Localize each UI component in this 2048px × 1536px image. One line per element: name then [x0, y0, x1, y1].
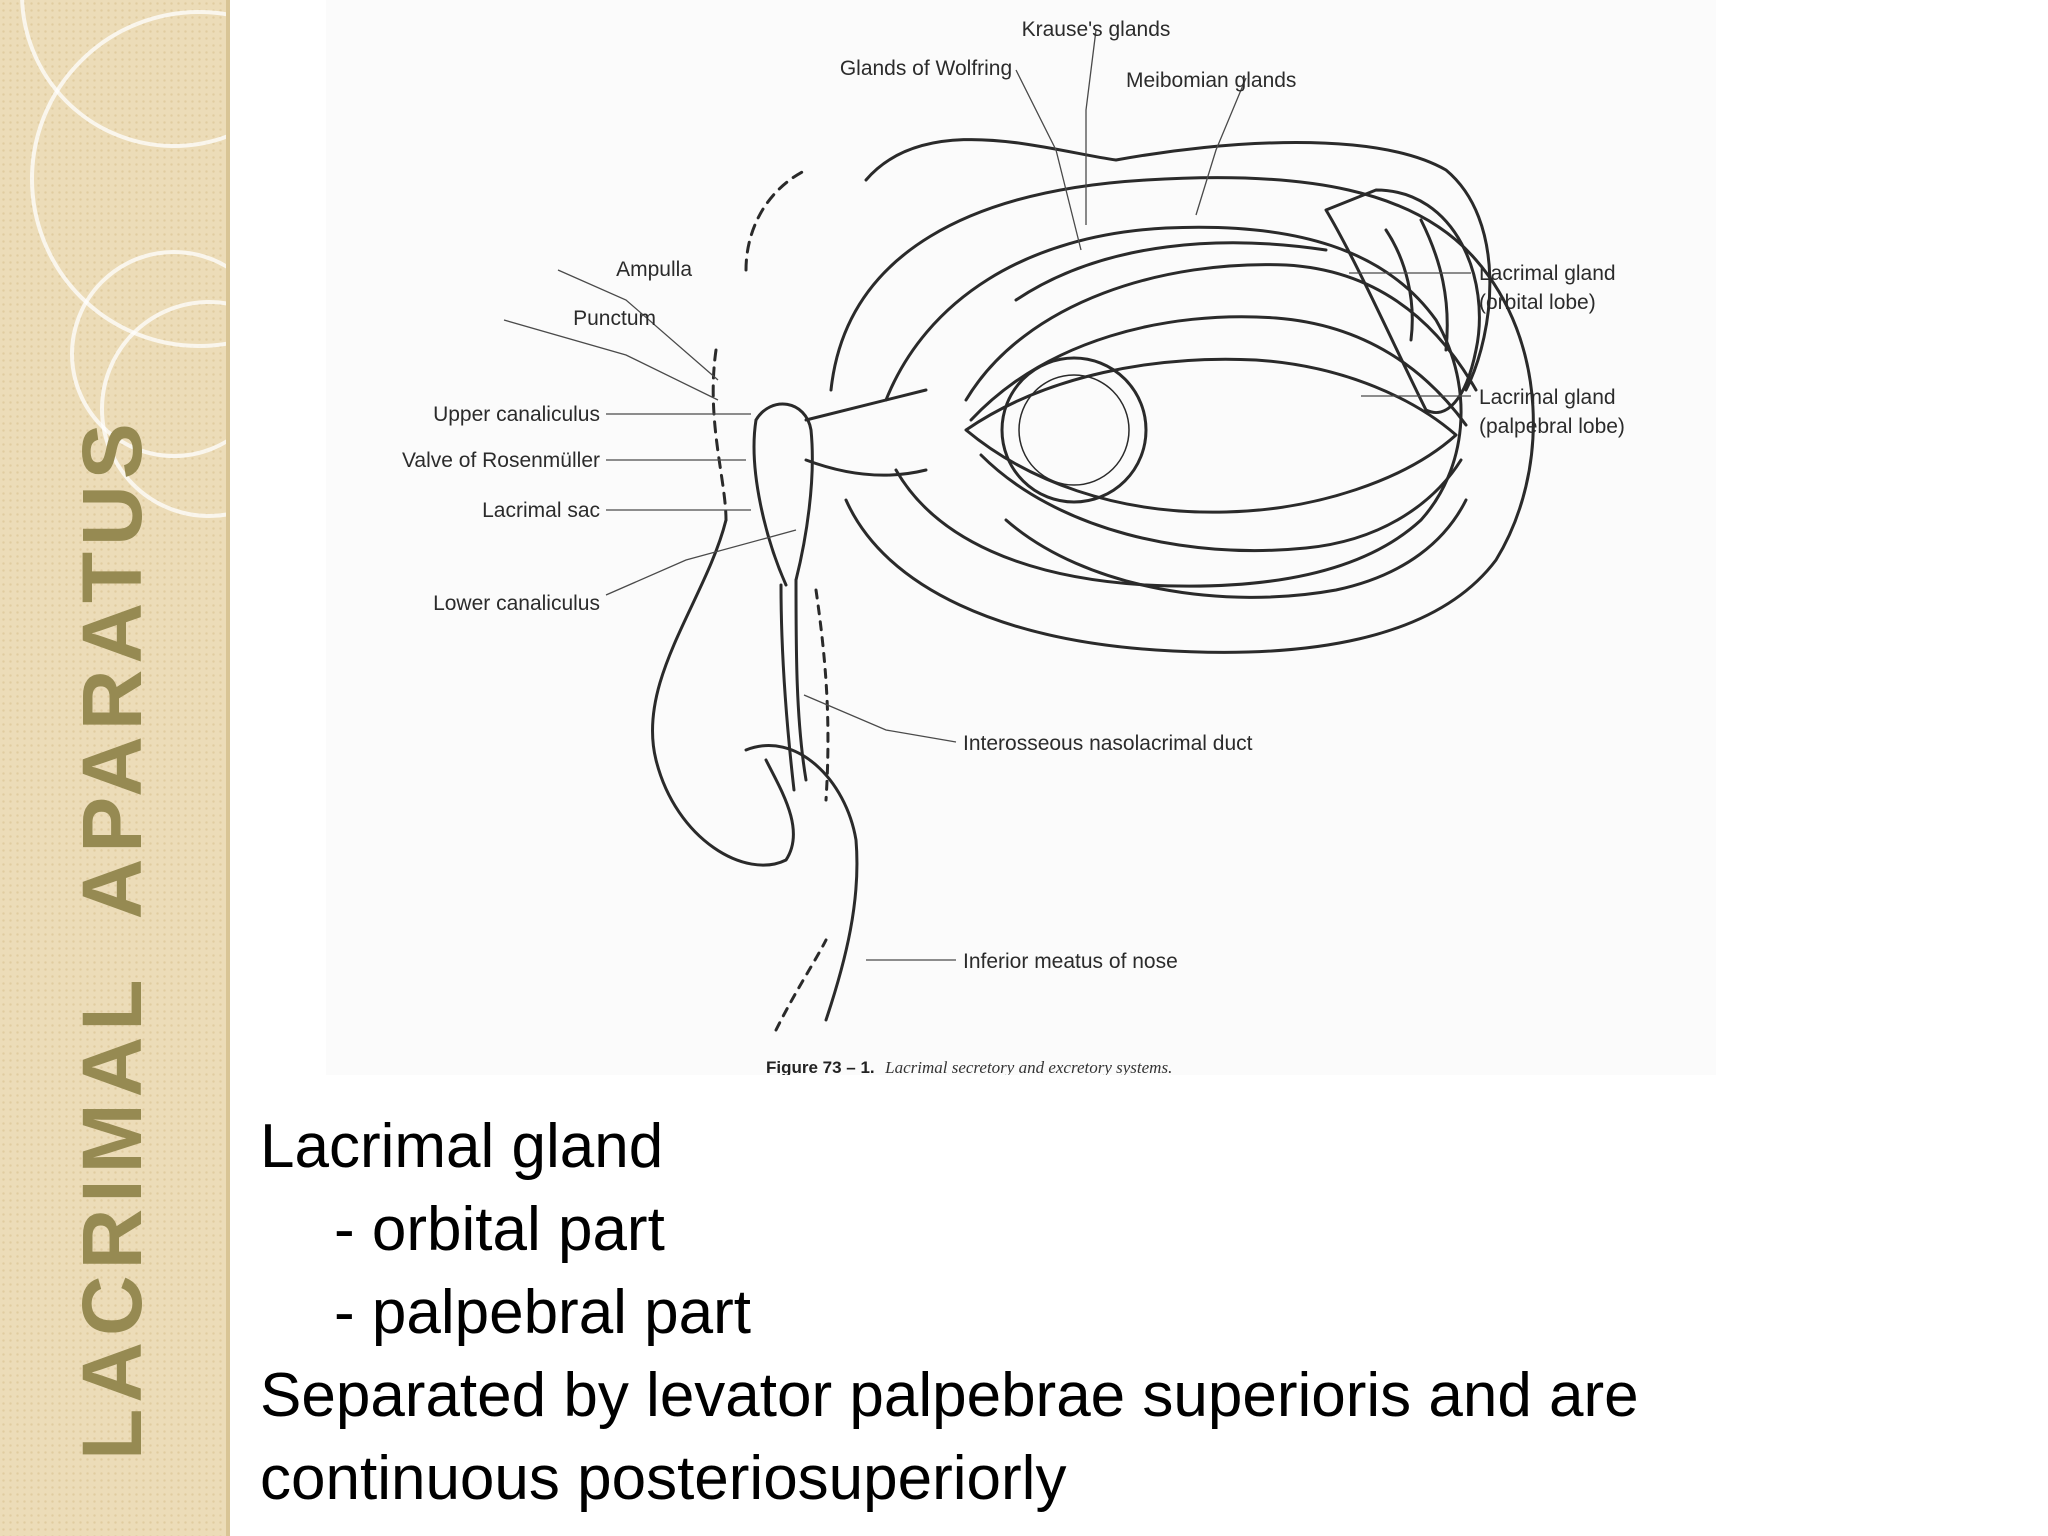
body-line-5: continuous posteriosuperiorly	[260, 1444, 1067, 1513]
duct-dashed	[814, 588, 830, 802]
duct-left	[779, 583, 796, 792]
brow-dashed	[744, 168, 808, 272]
meatus-dashed	[774, 938, 828, 1032]
label-meibomian: Meibomian glands	[1126, 69, 1296, 92]
upper-lid	[969, 315, 1468, 427]
gland-lobule	[1384, 228, 1414, 342]
upper-canaliculus	[804, 388, 928, 422]
nose-bridge	[711, 348, 728, 522]
label-orbital-lobe-2: (orbital lobe)	[1479, 291, 1596, 314]
figure-caption: Figure 73 – 1. Lacrimal secretory and ex…	[766, 1058, 1172, 1075]
label-ampulla: Ampulla	[616, 258, 692, 281]
label-orbital-lobe-1: Lacrimal gland	[1479, 262, 1616, 285]
label-krause: Krause's glands	[1022, 18, 1171, 41]
lacrimal-sac	[754, 402, 814, 582]
lacrimal-diagram: Krause's glands Glands of Wolfring Meibo…	[402, 18, 1625, 1075]
sidebar	[0, 0, 228, 1536]
gland-orbital	[1324, 188, 1481, 414]
label-valve: Valve of Rosenmüller	[402, 449, 600, 472]
caption-text: Lacrimal secretory and excretory systems…	[884, 1058, 1172, 1075]
body-line-3: - palpebral part	[334, 1278, 752, 1347]
body-line-4: Separated by levator palpebrae superiori…	[260, 1361, 1639, 1430]
sac-medial	[752, 418, 788, 587]
label-upper-canaliculus: Upper canaliculus	[433, 403, 600, 426]
leader-lines	[503, 29, 1471, 961]
slide-title: LACRIMAL APARATUS	[65, 417, 159, 1460]
label-palpebral-lobe-1: Lacrimal gland	[1479, 386, 1616, 409]
label-nasolacrimal-duct: Interosseous nasolacrimal duct	[963, 732, 1253, 755]
lower-canaliculus	[804, 458, 928, 477]
upper-lid-fold	[964, 263, 1478, 402]
iris	[1000, 356, 1148, 504]
anatomy-figure: Krause's glands Glands of Wolfring Meibo…	[326, 0, 1716, 1075]
lower-lid-fold	[1004, 498, 1468, 599]
label-palpebral-lobe-2: (palpebral lobe)	[1479, 415, 1625, 438]
palpebral-fissure	[964, 357, 1458, 514]
label-lacrimal-sac: Lacrimal sac	[482, 499, 600, 522]
sidebar-edge	[226, 0, 230, 1536]
inferior-meatus	[744, 744, 859, 1022]
caption-number: Figure 73 – 1.	[766, 1058, 875, 1075]
body-text: Lacrimal gland - orbital part - palpebra…	[260, 1105, 2020, 1520]
tarsal-line	[1014, 241, 1328, 302]
gland-lobule-2	[1419, 218, 1449, 352]
lower-lid	[979, 453, 1463, 553]
label-lower-canaliculus: Lower canaliculus	[433, 592, 600, 615]
nose-ala	[650, 518, 795, 867]
nasolacrimal-duct	[794, 578, 808, 782]
iris-inner	[1018, 374, 1130, 486]
label-punctum: Punctum	[573, 307, 656, 330]
orbit-outer	[829, 176, 1535, 654]
body-line-2: - orbital part	[334, 1195, 665, 1264]
body-line-1: Lacrimal gland	[260, 1112, 664, 1181]
orbit-inner	[884, 225, 1463, 588]
label-inferior-meatus: Inferior meatus of nose	[963, 950, 1178, 973]
label-wolfring: Glands of Wolfring	[840, 57, 1012, 80]
face-outline	[864, 138, 1492, 392]
